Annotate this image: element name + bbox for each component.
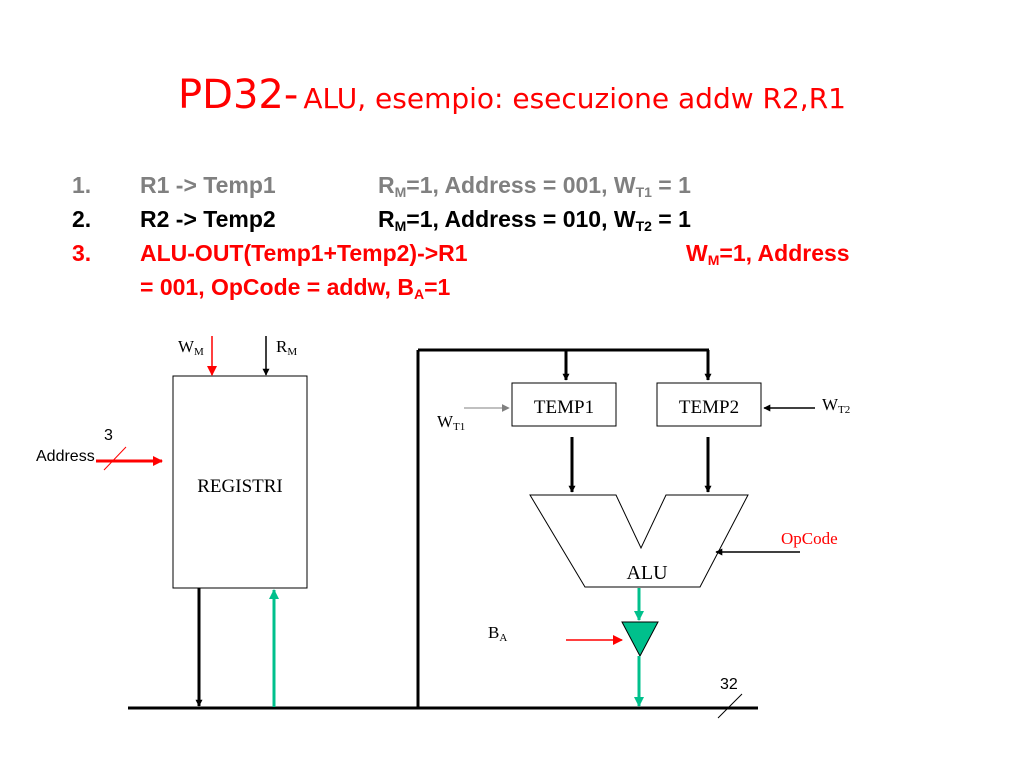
slide-title: PD32- ALU, esempio: esecuzione addw R2,R… <box>0 72 1024 118</box>
step-3-controls-cont: = 001, OpCode = addw, BA=1 <box>140 274 451 302</box>
address-width-label: 3 <box>104 427 113 444</box>
title-sub: ALU, esempio: esecuzione addw R2,R1 <box>303 82 846 115</box>
opcode-label: OpCode <box>781 529 838 548</box>
wt2-label: WT2 <box>822 395 850 416</box>
registri-label: REGISTRI <box>197 476 283 497</box>
alu-label: ALU <box>626 562 668 584</box>
temp1-label: TEMP1 <box>534 397 594 418</box>
step-2-controls: RM=1, Address = 010, WT2 = 1 <box>378 206 691 234</box>
step-3: 3. <box>72 240 91 267</box>
title-main: PD32- <box>178 72 299 118</box>
wt1-label: WT1 <box>437 412 465 433</box>
ba-label: BA <box>488 623 507 644</box>
registri-box <box>172 375 308 589</box>
step-3-action: ALU-OUT(Temp1+Temp2)->R1 <box>140 240 468 266</box>
bus-width-slash <box>717 693 743 719</box>
step-number: 3. <box>72 240 92 266</box>
step-1-action: R1 -> Temp1 <box>140 172 276 198</box>
bus-width-label: 32 <box>720 676 738 693</box>
step-1-controls: RM=1, Address = 001, WT1 = 1 <box>378 172 691 200</box>
step-2: 2. <box>72 206 91 233</box>
address-width-slash <box>103 446 127 471</box>
step-number: 2. <box>72 206 92 232</box>
temp1-box <box>511 382 617 427</box>
wm-label: WM <box>178 337 204 358</box>
step-1: 1. <box>72 172 91 199</box>
temp2-label: TEMP2 <box>679 397 739 418</box>
alu-shape <box>529 494 749 588</box>
step-3-controls: WM=1, Address <box>686 240 850 268</box>
step-number: 1. <box>72 172 92 198</box>
step-2-action: R2 -> Temp2 <box>140 206 276 232</box>
temp2-box <box>656 382 762 427</box>
address-label: Address <box>36 448 95 465</box>
tristate-buffer <box>621 621 659 658</box>
rm-label: RM <box>276 337 297 358</box>
